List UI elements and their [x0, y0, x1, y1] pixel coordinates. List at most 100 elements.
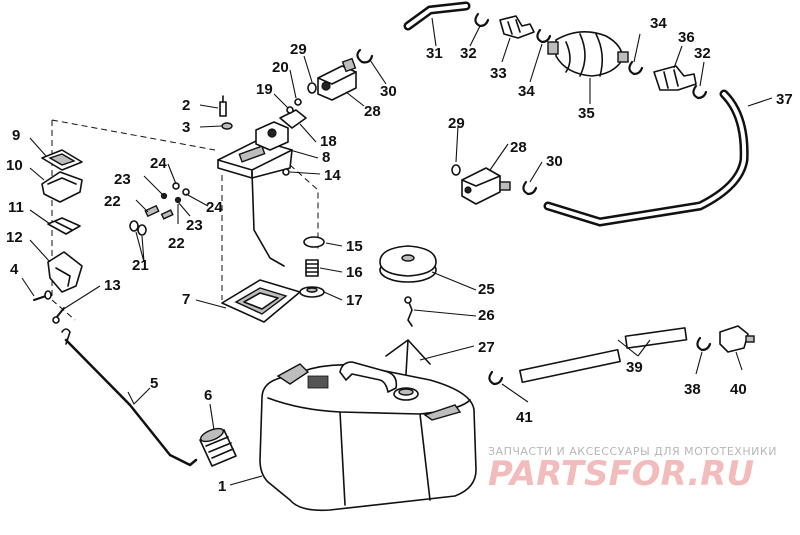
hose-37: [543, 89, 749, 227]
o-rings-21: [129, 220, 147, 236]
callout-25: 25: [478, 281, 495, 298]
callout-33: 33: [490, 65, 507, 82]
vent-27: [385, 339, 431, 375]
callout-22b: 22: [168, 235, 185, 252]
callouts: 1 2 3 4 5 6 7 8 9 10 11 12 13 14 15 16 1…: [6, 15, 793, 495]
hose-39: [519, 327, 688, 384]
callout-20: 20: [272, 59, 289, 76]
plate-11: [47, 217, 81, 235]
springs-22: [144, 204, 174, 220]
callout-5: 5: [150, 375, 158, 392]
clamp-30-lower: [522, 180, 538, 196]
callout-24a: 24: [150, 155, 167, 172]
callout-23a: 23: [114, 171, 131, 188]
callout-13: 13: [104, 277, 121, 294]
callout-7: 7: [182, 291, 190, 308]
callout-28a: 28: [364, 103, 381, 120]
callout-34b: 34: [650, 15, 667, 32]
callout-10: 10: [6, 157, 23, 174]
clamp-34b: [628, 60, 644, 76]
washer-20: [294, 98, 302, 106]
callout-30a: 30: [380, 83, 397, 100]
filler-cap-25: [379, 245, 437, 283]
callout-24b: 24: [206, 199, 223, 216]
clamp-34a: [536, 28, 552, 44]
pins-23: [160, 192, 182, 204]
fitting-33: [499, 15, 535, 39]
watermark-tagline: ЗАПЧАСТИ И АКСЕССУАРЫ ДЛЯ МОТОТЕХНИКИ: [488, 445, 777, 458]
watermark: ЗАПЧАСТИ И АКСЕССУАРЫ ДЛЯ МОТОТЕХНИКИ PA…: [488, 445, 777, 494]
connector-28-upper: [317, 57, 357, 101]
callout-11: 11: [8, 199, 24, 216]
washer-14: [282, 168, 290, 176]
connector-40: [719, 325, 755, 353]
tank-label-grid: [307, 375, 329, 389]
callout-39: 39: [626, 359, 643, 376]
callout-6: 6: [204, 387, 212, 404]
cover-10: [41, 171, 83, 203]
callout-29a: 29: [290, 41, 307, 58]
callout-21: 21: [132, 257, 149, 274]
callout-22a: 22: [104, 193, 121, 210]
callout-40: 40: [730, 381, 747, 398]
callout-16: 16: [346, 264, 363, 281]
callout-32a: 32: [460, 45, 477, 62]
callout-1: 1: [218, 478, 226, 495]
washers-24: [172, 182, 190, 196]
clamp-32b: [692, 84, 708, 100]
callout-31: 31: [426, 45, 443, 62]
callout-41: 41: [516, 409, 533, 426]
callout-23b: 23: [186, 217, 203, 234]
washer-3: [221, 122, 233, 130]
hose-31: [403, 1, 471, 31]
clamp-30-upper: [356, 48, 374, 64]
callout-2: 2: [182, 97, 190, 114]
callout-12: 12: [6, 229, 23, 246]
callout-9: 9: [12, 127, 20, 144]
callout-19: 19: [256, 81, 273, 98]
bracket-9: [41, 149, 83, 171]
connector-28-lower: [461, 167, 511, 205]
callout-29b: 29: [448, 115, 465, 132]
primer-bulb-35: [547, 31, 629, 77]
o-ring-29-upper: [307, 82, 317, 94]
callout-32b: 32: [694, 45, 711, 62]
callout-26: 26: [478, 307, 495, 324]
callout-30b: 30: [546, 153, 563, 170]
clip-12: [47, 251, 83, 293]
callout-17: 17: [346, 292, 363, 309]
callout-38: 38: [684, 381, 701, 398]
cap-18: [279, 109, 307, 129]
callout-14: 14: [324, 167, 341, 184]
leader-lines: [21, 17, 773, 486]
fuel-tank: [259, 361, 477, 512]
screw-4: [33, 290, 52, 301]
clamp-32a: [474, 12, 490, 28]
callout-18: 18: [320, 133, 337, 150]
spring-16: [305, 259, 319, 277]
gasket: [221, 279, 301, 323]
watermark-brand: PARTSFOR.RU: [488, 454, 754, 494]
fitting-36: [653, 65, 697, 91]
lanyard-26: [404, 296, 413, 327]
callout-8: 8: [322, 149, 330, 166]
callout-4: 4: [10, 261, 19, 278]
callout-28b: 28: [510, 139, 527, 156]
fuel-filter: [199, 427, 237, 467]
callout-36: 36: [678, 29, 695, 46]
float-17: [299, 286, 325, 298]
clamp-38: [696, 336, 712, 352]
clamp-41: [488, 370, 504, 386]
screw-2: [219, 95, 227, 117]
callout-3: 3: [182, 119, 190, 136]
gauge-head-assembly: [217, 121, 293, 267]
seal-15: [303, 236, 325, 248]
o-ring-29-lower: [451, 164, 461, 176]
callout-27: 27: [478, 339, 495, 356]
callout-34a: 34: [518, 83, 535, 100]
callout-37: 37: [776, 91, 793, 108]
pickup-tube: [61, 328, 198, 467]
callout-15: 15: [346, 238, 363, 255]
